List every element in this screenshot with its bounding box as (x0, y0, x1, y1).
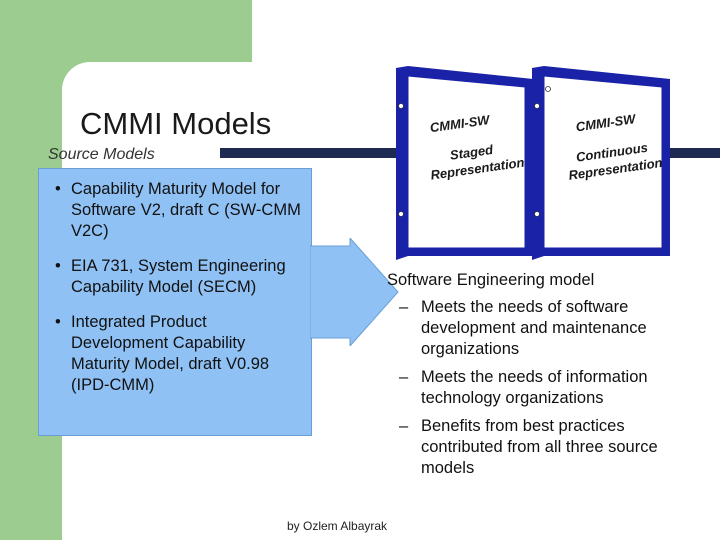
list-item: – Benefits from best practices contribut… (387, 416, 707, 479)
author-credit: by Ozlem Albayrak (287, 519, 388, 533)
bullet-glyph: • (55, 313, 61, 331)
dash-glyph: – (399, 298, 409, 316)
software-model-point: Meets the needs of information technolog… (421, 368, 648, 407)
bullet-glyph: • (55, 257, 61, 275)
binder-staged: CMMI-SW Staged Representation (396, 66, 533, 260)
source-model-text: Capability Maturity Model for Software V… (71, 180, 301, 240)
list-item: • Integrated Product Development Capabil… (47, 312, 303, 396)
bullet-glyph: • (55, 180, 61, 198)
slide-subtitle: Source Models (48, 146, 155, 163)
binder-continuous: CMMI-SW Continuous Representation (532, 66, 670, 260)
binders-illustration: CMMI-SW Staged Representation CMMI-SW Co… (396, 66, 670, 260)
dash-glyph: – (399, 368, 409, 386)
arrow-right-icon (310, 238, 399, 346)
source-models-box: • Capability Maturity Model for Software… (38, 168, 312, 436)
software-model-point: Meets the needs of software development … (421, 298, 647, 358)
software-model-point: Benefits from best practices contributed… (421, 417, 658, 477)
source-model-text: Integrated Product Development Capabilit… (71, 313, 270, 394)
binder-1-line1: Staged (449, 142, 495, 163)
software-model-section: Software Engineering model – Meets the n… (387, 271, 707, 479)
source-model-text: EIA 731, System Engineering Capability M… (71, 257, 286, 296)
dash-glyph: – (399, 417, 409, 435)
software-model-heading: Software Engineering model (387, 271, 595, 289)
source-models-list: • Capability Maturity Model for Software… (39, 169, 311, 396)
slide-title: CMMI Models (80, 106, 272, 141)
list-item: – Meets the needs of information technol… (387, 367, 707, 409)
list-item: – Meets the needs of software developmen… (387, 297, 707, 360)
list-item: • Capability Maturity Model for Software… (47, 179, 303, 242)
list-item: • EIA 731, System Engineering Capability… (47, 256, 303, 298)
